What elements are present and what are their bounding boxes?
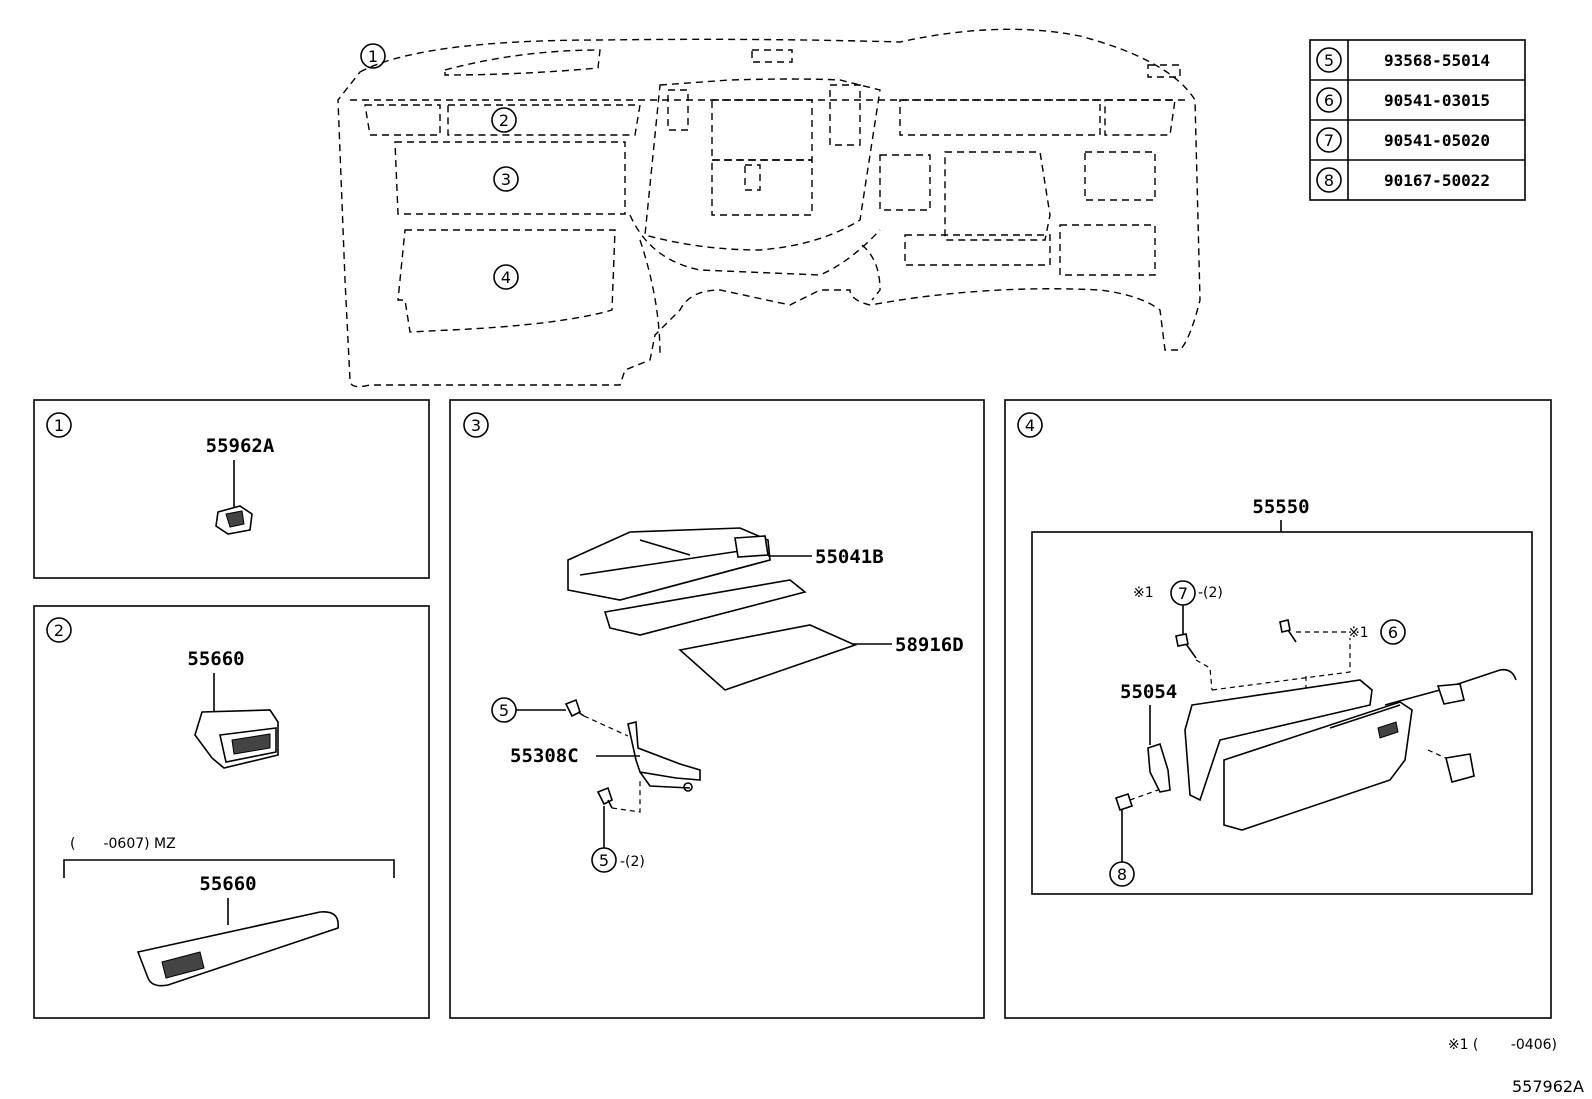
box-3-callout-5b: 5 — [599, 851, 609, 870]
screw-6-illustration — [1279, 619, 1297, 643]
condition-label: ( -0607) MZ — [70, 836, 176, 852]
part-55308C: 55308C — [510, 745, 579, 767]
part-55962A: 55962A — [206, 435, 275, 457]
assembly-frame — [1031, 531, 1533, 895]
box-4-callout-6: 6 — [1388, 623, 1398, 642]
footnote: ※1 ( -0406) — [1448, 1037, 1557, 1053]
part-55041B: 55041B — [815, 546, 884, 568]
box-2-label: 2 — [54, 621, 64, 640]
box-4-callout-8: 8 — [1117, 865, 1127, 884]
latch-illustration — [1445, 753, 1475, 783]
box-4-label: 4 — [1025, 416, 1035, 435]
table-part-6: 90541-03015 — [1384, 91, 1490, 110]
note-mark-6: ※1 — [1348, 625, 1369, 641]
note-mark-7: ※1 — [1133, 585, 1154, 601]
glove-box-door-illustration — [1184, 668, 1517, 831]
diagram-id: 557962A — [1512, 1077, 1584, 1096]
table-part-5: 93568-55014 — [1384, 51, 1490, 70]
box-3-label: 3 — [471, 416, 481, 435]
callout-4-circle — [493, 264, 519, 290]
bolt-5b-illustration — [596, 786, 613, 809]
air-vent-illustration — [194, 709, 279, 769]
callout-3-circle — [493, 166, 519, 192]
callout-2-circle — [491, 107, 517, 133]
box-3-callout-5a: 5 — [499, 701, 509, 720]
dashboard-overview — [337, 28, 1201, 388]
part-55660-top: 55660 — [187, 648, 244, 670]
detail-box-1: 1 55962A — [33, 399, 430, 579]
screw-8-illustration — [1114, 792, 1134, 812]
box-4-qty-note: -(2) — [1198, 585, 1223, 601]
bolt-5a-illustration — [564, 698, 585, 718]
table-ref-5: 5 — [1324, 51, 1334, 70]
callout-1-circle — [360, 43, 386, 69]
glove-box-upper-illustration — [567, 527, 807, 636]
vent-panel-illustration — [136, 911, 339, 987]
table-part-8: 90167-50022 — [1384, 171, 1490, 190]
part-55660-bottom: 55660 — [199, 873, 256, 895]
table-ref-7: 7 — [1324, 131, 1334, 150]
box-4-callout-7: 7 — [1178, 584, 1188, 603]
part-58916D: 58916D — [895, 634, 964, 656]
part-55550: 55550 — [1252, 496, 1309, 518]
callout-3: 3 — [501, 170, 511, 189]
callout-2: 2 — [499, 111, 509, 130]
box-1-label: 1 — [54, 416, 64, 435]
stopper-illustration — [1147, 742, 1171, 793]
box-3-qty-note: -(2) — [620, 854, 645, 870]
detail-box-3: 3 55041B 58916D 5 55308C — [449, 399, 985, 1019]
detail-box-2: 2 55660 ( -0607) MZ 55660 — [33, 605, 430, 1019]
clip-part-illustration — [215, 505, 253, 535]
table-ref-6: 6 — [1324, 91, 1334, 110]
part-55054: 55054 — [1120, 681, 1177, 703]
callout-4: 4 — [501, 268, 511, 287]
table-part-7: 90541-05020 — [1384, 131, 1490, 150]
callout-1: 1 — [368, 47, 378, 66]
parts-table: 5 93568-55014 6 90541-03015 7 90541-0502… — [1309, 39, 1526, 201]
bracket-illustration — [627, 720, 701, 792]
table-ref-8: 8 — [1324, 171, 1334, 190]
detail-box-4: 4 55550 ※1 7 -(2) ※1 6 — [1004, 399, 1552, 1019]
screw-7-illustration — [1175, 633, 1197, 659]
mat-illustration — [678, 624, 858, 691]
